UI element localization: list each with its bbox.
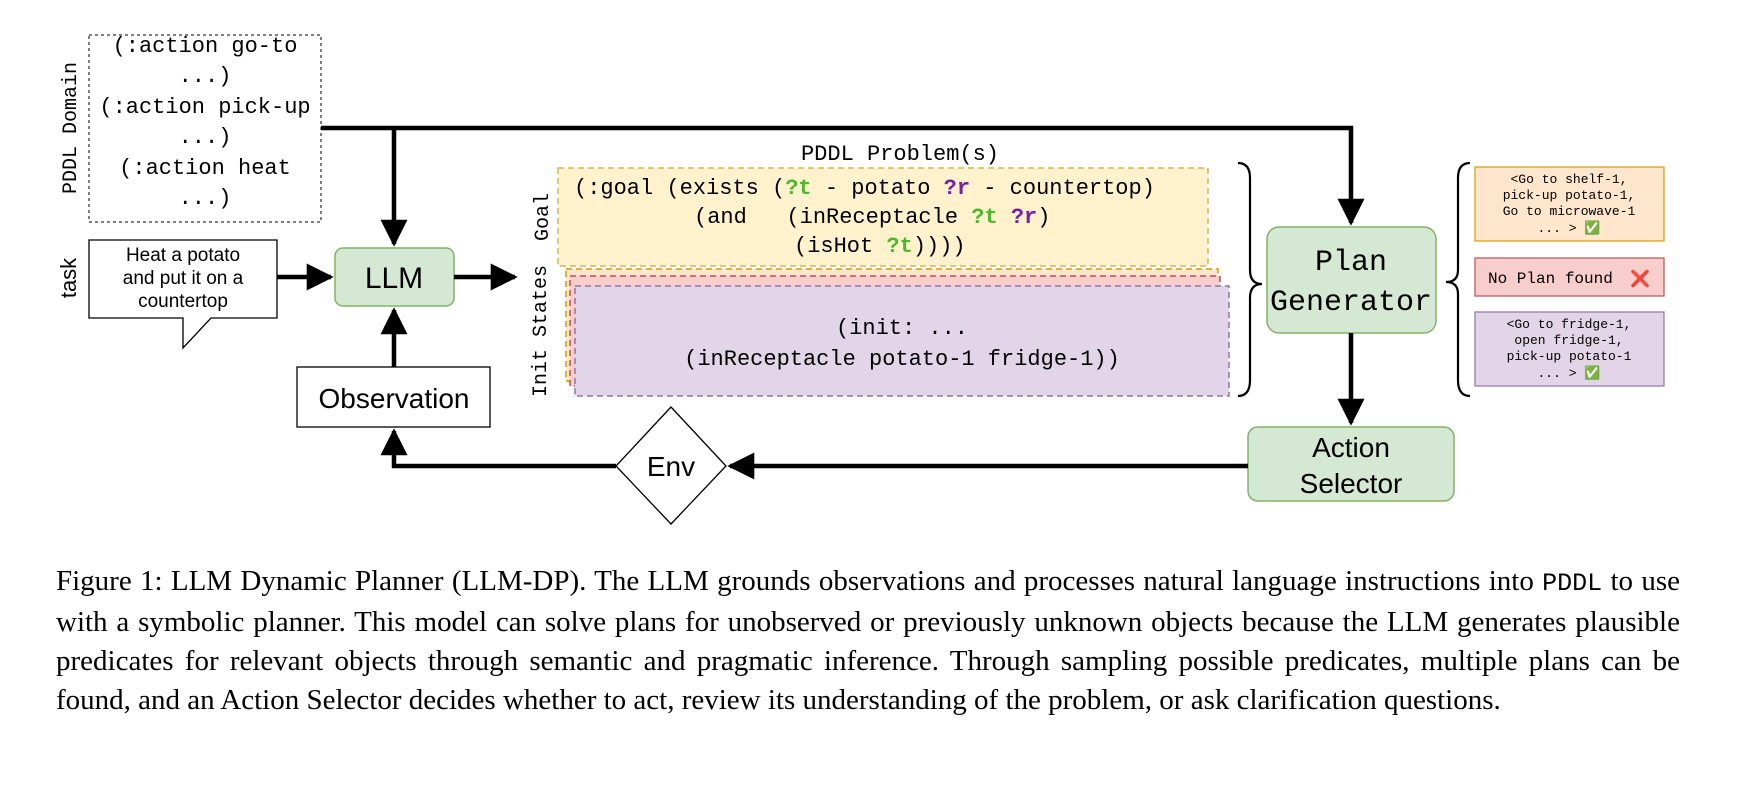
- plan-generator-label-2: Generator: [1270, 286, 1432, 320]
- plan-1-line-4: ... > ✅: [1538, 220, 1601, 236]
- init-box-front: [574, 285, 1230, 397]
- plan-1-line-1: <Go to shelf-1,: [1510, 172, 1627, 187]
- task-speech-bubble: [88, 239, 278, 350]
- figure-caption: Figure 1: LLM Dynamic Planner (LLM-DP). …: [56, 562, 1680, 720]
- plan-1-line-2: pick-up potato-1,: [1503, 188, 1636, 203]
- goal-line-3: (isHot ?t)))): [794, 234, 966, 259]
- cross-mark-icon: ❌: [1630, 269, 1650, 288]
- llm-dp-diagram: (:action go-to ...) (:action pick-up ...…: [56, 34, 1665, 525]
- task-label: task: [56, 257, 81, 298]
- pddl-domain-box: (:action go-to ...) (:action pick-up ...…: [88, 34, 322, 223]
- init-line-2: (inReceptacle potato-1 fridge-1)): [684, 347, 1120, 372]
- domain-line-4: ...): [179, 125, 232, 150]
- init-states-label: Init States: [530, 265, 553, 397]
- action-selector-label-1: Action: [1312, 432, 1390, 463]
- problems-brace: [1237, 161, 1263, 398]
- plans-brace: [1445, 161, 1471, 398]
- caption-text-2: to use with a symbolic planner. This mod…: [56, 565, 1680, 716]
- goal-line-2: (and (inReceptacle ?t ?r): [694, 205, 1050, 230]
- env-label: Env: [647, 451, 695, 482]
- action-selector-label-2: Selector: [1300, 468, 1403, 499]
- task-text-3: countertop: [138, 291, 228, 312]
- plan-3-line-1: <Go to fridge-1,: [1507, 317, 1632, 332]
- llm-label: LLM: [365, 262, 423, 295]
- plan-generator-label-1: Plan: [1315, 246, 1387, 280]
- task-text-1: Heat a potato: [126, 245, 240, 266]
- domain-line-5: (:action heat: [119, 156, 291, 181]
- caption-code: PDDL: [1542, 569, 1603, 598]
- domain-line-6: ...): [179, 186, 232, 211]
- arrow-env-to-observation: [380, 428, 616, 469]
- task-text-2: and put it on a: [123, 268, 244, 289]
- plan-result-1: [1474, 166, 1665, 242]
- plan-3-line-2: open fridge-1,: [1514, 333, 1623, 348]
- init-line-1: (init: ...: [836, 316, 968, 341]
- domain-line-2: ...): [179, 64, 232, 89]
- observation-label: Observation: [319, 383, 470, 414]
- arrow-domain-to-plan-generator: [321, 125, 1365, 226]
- goal-line-1: (:goal (exists (?t - potato ?r - counter…: [574, 176, 1155, 201]
- plan-3-line-4: ... > ✅: [1538, 365, 1601, 381]
- pddl-problem-title: PDDL Problem(s): [801, 142, 999, 167]
- domain-line-3: (:action pick-up: [99, 95, 310, 120]
- observation-box: [296, 366, 491, 428]
- pddl-domain-label: PDDL Domain: [60, 62, 83, 194]
- plan-2-text: No Plan found: [1488, 270, 1613, 288]
- connector-arrows: [277, 125, 1365, 480]
- plan-3-line-3: pick-up potato-1: [1507, 349, 1632, 364]
- env-diamond: [615, 406, 727, 525]
- domain-line-1: (:action go-to: [113, 34, 298, 59]
- plan-1-line-3: Go to microwave-1: [1503, 204, 1636, 219]
- plan-result-2: [1474, 257, 1665, 297]
- caption-text-1: Figure 1: LLM Dynamic Planner (LLM-DP). …: [56, 565, 1543, 597]
- goal-label: Goal: [532, 193, 555, 241]
- goal-box: [557, 167, 1209, 267]
- plan-result-3: [1474, 311, 1665, 387]
